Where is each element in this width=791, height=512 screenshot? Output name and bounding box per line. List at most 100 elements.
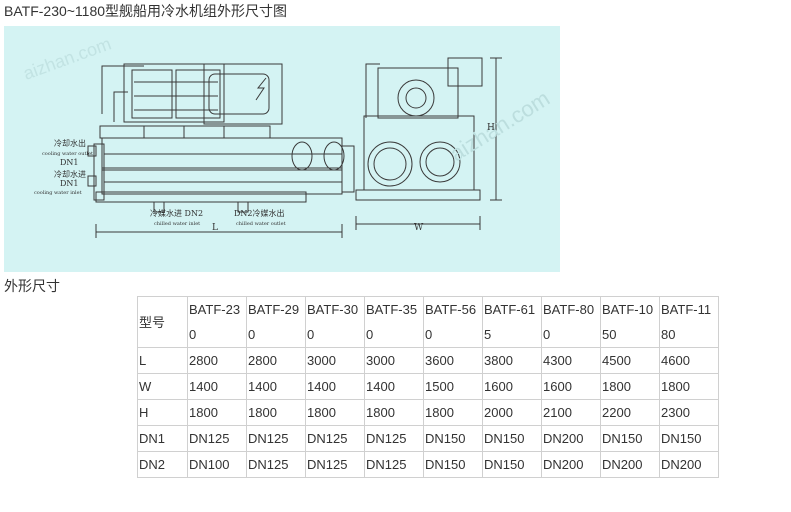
drawing-svg: aizhan.com aizhan.com 冷却水出 cooling water… xyxy=(21,33,554,238)
dimension-H-label: H xyxy=(487,123,495,133)
table-cell: 2800 xyxy=(187,347,247,374)
side-compressor xyxy=(123,63,225,123)
table-cell: 1400 xyxy=(364,373,424,400)
label-dn1-bottom: DN1 xyxy=(60,179,79,188)
model-name-line2: 0 xyxy=(189,327,197,342)
table-cell: 1800 xyxy=(187,399,247,426)
table-cell: DN125 xyxy=(305,451,365,478)
label-chilled-inlet: 冷媒水进 DN2 xyxy=(150,208,203,218)
side-motor xyxy=(208,73,270,115)
table-cell: 1800 xyxy=(600,373,660,400)
table-cell: 1400 xyxy=(305,373,365,400)
watermark: aizhan.com xyxy=(445,85,554,166)
row-label-cell: W xyxy=(137,373,188,400)
table-cell: 4600 xyxy=(659,347,719,374)
table-row: W 1400 1400 1400 1400 1500 1600 1600 180… xyxy=(137,373,719,400)
table-cell: DN150 xyxy=(482,451,542,478)
table-cell: 1800 xyxy=(305,399,365,426)
side-base-skid xyxy=(95,191,307,203)
table-cell: DN125 xyxy=(246,451,306,478)
model-header-cell: BATF-61 5 xyxy=(482,296,542,348)
label-cooling-water-outlet-en: cooling water outlet xyxy=(42,151,93,157)
table-cell: 2000 xyxy=(482,399,542,426)
page-title: BATF-230~1180型舰船用冷水机组外形尺寸图 xyxy=(4,3,288,19)
table-cell: 1800 xyxy=(246,399,306,426)
label-chilled-inlet-en: chilled water inlet xyxy=(154,221,200,227)
table-cell: DN125 xyxy=(364,451,424,478)
model-name-line2: 80 xyxy=(661,327,676,342)
side-control-box xyxy=(203,63,283,125)
label-cooling-water-inlet-en: cooling water inlet xyxy=(34,190,82,196)
table-cell: DN200 xyxy=(541,451,601,478)
table-row: L 2800 2800 3000 3000 3600 3800 4300 450… xyxy=(137,347,719,374)
table-cell: 1500 xyxy=(423,373,483,400)
table-cell: 3600 xyxy=(423,347,483,374)
table-cell: DN150 xyxy=(600,425,660,452)
table-cell: DN125 xyxy=(305,425,365,452)
model-name-line2: 5 xyxy=(484,327,492,342)
table-cell: 3800 xyxy=(482,347,542,374)
table-cell: 2300 xyxy=(659,399,719,426)
model-header-cell: BATF-56 0 xyxy=(423,296,483,348)
model-name-line1: BATF-29 xyxy=(248,302,300,317)
table-row: H 1800 1800 1800 1800 1800 2000 2100 220… xyxy=(137,399,719,426)
front-evaporator-circle xyxy=(419,141,461,183)
model-name-line2: 50 xyxy=(602,327,617,342)
front-base-skid xyxy=(355,189,481,201)
label-cooling-water-inlet: 冷却水进 xyxy=(54,169,86,179)
table-cell: 1400 xyxy=(246,373,306,400)
table-cell: DN150 xyxy=(423,425,483,452)
table-cell: 3000 xyxy=(364,347,424,374)
model-name-line2: 0 xyxy=(543,327,551,342)
model-name-line1: BATF-30 xyxy=(307,302,359,317)
table-cell: 2800 xyxy=(246,347,306,374)
row-label-cell: DN1 xyxy=(137,425,188,452)
model-name-line2: 0 xyxy=(248,327,256,342)
dimension-L-label: L xyxy=(212,223,218,233)
row-label-cell: DN2 xyxy=(137,451,188,478)
front-condenser-circle xyxy=(367,141,413,187)
table-cell: DN125 xyxy=(364,425,424,452)
table-cell: DN150 xyxy=(482,425,542,452)
table-cell: DN200 xyxy=(600,451,660,478)
watermark-left: aizhan.com xyxy=(21,33,114,83)
model-name-line1: BATF-56 xyxy=(425,302,477,317)
label-cooling-water-outlet: 冷却水出 xyxy=(54,138,86,148)
model-header-cell: BATF-11 80 xyxy=(659,296,719,348)
table-cell: 1800 xyxy=(659,373,719,400)
dimension-W-label: W xyxy=(414,223,424,233)
table-cell: 2100 xyxy=(541,399,601,426)
label-chilled-outlet: DN2冷媒水出 xyxy=(234,208,285,218)
table-cell: DN150 xyxy=(659,425,719,452)
table-cell: 1600 xyxy=(482,373,542,400)
model-header-cell: BATF-23 0 xyxy=(187,296,247,348)
table-cell: 4500 xyxy=(600,347,660,374)
model-name-line1: BATF-23 xyxy=(189,302,241,317)
model-header-cell: BATF-35 0 xyxy=(364,296,424,348)
model-name-line1: BATF-35 xyxy=(366,302,418,317)
model-name-line1: BATF-61 xyxy=(484,302,536,317)
section-title: 外形尺寸 xyxy=(4,278,60,294)
model-name-line1: BATF-10 xyxy=(602,302,654,317)
header-label-cell: 型号 xyxy=(137,296,188,348)
model-name-line2: 0 xyxy=(425,327,433,342)
model-header-cell: BATF-10 50 xyxy=(600,296,660,348)
table-cell: DN125 xyxy=(187,425,247,452)
model-name-line1: BATF-11 xyxy=(661,302,712,317)
model-header-cell: BATF-29 0 xyxy=(246,296,306,348)
table-cell: DN200 xyxy=(659,451,719,478)
row-label-cell: H xyxy=(137,399,188,426)
label-chilled-outlet-en: chilled water outlet xyxy=(236,221,286,227)
side-shell-lower xyxy=(101,167,343,195)
model-name-line1: BATF-80 xyxy=(543,302,595,317)
table-cell: DN200 xyxy=(541,425,601,452)
table-cell: DN125 xyxy=(246,425,306,452)
model-header-cell: BATF-80 0 xyxy=(541,296,601,348)
table-cell: 3000 xyxy=(305,347,365,374)
table-cell: 4300 xyxy=(541,347,601,374)
model-name-line2: 0 xyxy=(366,327,374,342)
table-cell: 1400 xyxy=(187,373,247,400)
